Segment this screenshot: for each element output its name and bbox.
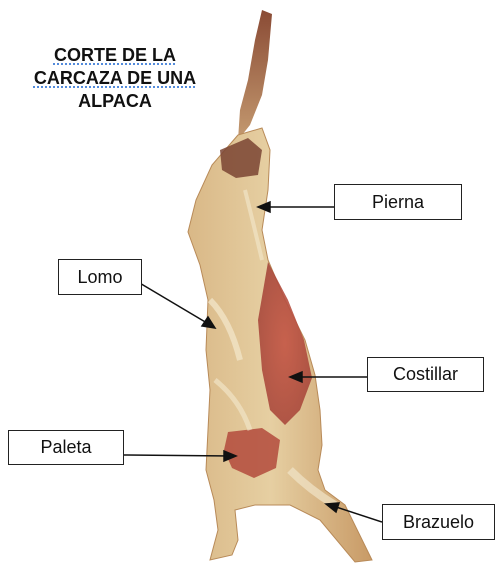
label-pierna: Pierna [334, 184, 462, 220]
shank-shape [238, 10, 272, 140]
label-brazuelo: Brazuelo [382, 504, 495, 540]
leader-lomo [138, 282, 212, 326]
title-line-2: CARCAZA DE UNA [10, 67, 220, 90]
label-lomo: Lomo [58, 259, 142, 295]
title-line-1: CORTE DE LA [10, 44, 220, 67]
diagram-title: CORTE DE LA CARCAZA DE UNA ALPACA [10, 44, 220, 113]
leader-paleta [124, 455, 232, 456]
title-line-3: ALPACA [10, 90, 220, 113]
label-costillar: Costillar [367, 357, 484, 392]
label-paleta: Paleta [8, 430, 124, 465]
